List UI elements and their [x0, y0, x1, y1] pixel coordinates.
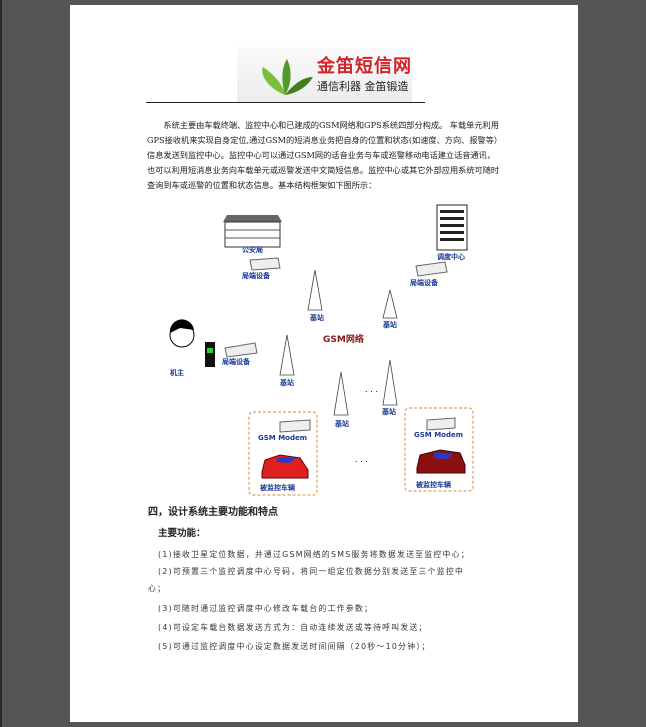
- divider: [146, 102, 425, 103]
- logo-slogan: 通信利器 金笛锻造: [317, 80, 409, 93]
- modem-label: GSM Modem: [258, 434, 307, 442]
- car-icon: [416, 449, 466, 474]
- owner-icon: [169, 319, 215, 367]
- vehicle-label: 被监控车辆: [416, 480, 451, 489]
- police-building-icon: [223, 215, 282, 248]
- modem-label: GSM Modem: [414, 431, 463, 439]
- police-label: 公安局: [242, 245, 263, 254]
- logo-banner: 金笛短信网 通信利器 金笛锻造: [237, 47, 412, 103]
- vehicle-box: [404, 407, 474, 492]
- dispatch-label: 调度中心: [437, 252, 465, 261]
- terminal-label: 局端设备: [242, 271, 271, 280]
- feature-item: (3)可随时通过监控调度中心修改车载台的工作参数；: [158, 604, 374, 613]
- ellipsis: . . .: [355, 455, 368, 464]
- base-station-icons: [279, 269, 398, 416]
- feature-item: (2)可预置三个监控调度中心号码，将同一组定位数据分别发送至三个监控中: [158, 567, 465, 576]
- feature-item: (1)接收卫星定位数据，并通过GSM网络的SMS服务将数据发送至监控中心；: [158, 550, 470, 559]
- leaf-logo-icon: [262, 59, 313, 95]
- terminal-label: 局端设备: [410, 278, 439, 287]
- dispatch-building-icon: [436, 204, 468, 251]
- section-subtitle: 主要功能：: [158, 528, 206, 539]
- intro-paragraph: 系统主要由车载终端、监控中心和已建成的GSM网络和GPS系统四部分构成。 车载单…: [147, 120, 503, 190]
- document-page: 金笛短信网 通信利器 金笛锻造 系统主要由车载终端、监控中心和已建成的GSM网络…: [70, 5, 578, 722]
- feature-item: 心；: [148, 584, 167, 593]
- feature-item: (4)可设定车载台数据发送方式为：自动连续发送或等待呼叫发送；: [158, 623, 428, 632]
- gsm-network-label: GSM网络: [323, 333, 364, 345]
- terminal-label: 局端设备: [222, 357, 251, 366]
- owner-label: 机主: [170, 368, 184, 377]
- ellipsis: . . .: [365, 385, 378, 394]
- section-title: 四，设计系统主要功能和特点: [148, 507, 278, 518]
- base-label: 基站: [382, 320, 397, 329]
- base-label: 基站: [381, 407, 396, 416]
- base-label: 基站: [334, 419, 349, 428]
- gsm-architecture-diagram: 公安局 调度中心 局端设备 局端设备 局端设备 基站 基站 基站 基站 基站 G…: [169, 204, 474, 496]
- base-label: 基站: [279, 378, 294, 387]
- terminal-device-icons: [224, 257, 456, 433]
- feature-item: (5)可通过监控调度中心设定数据发送时间间隔（20秒～10分钟）；: [158, 642, 431, 651]
- window-edge: [0, 0, 2, 727]
- vehicle-box: [248, 411, 318, 496]
- base-label: 基站: [309, 313, 324, 322]
- logo-name: 金笛短信网: [317, 56, 412, 77]
- car-icon: [261, 454, 309, 479]
- vehicle-label: 被监控车辆: [260, 483, 295, 492]
